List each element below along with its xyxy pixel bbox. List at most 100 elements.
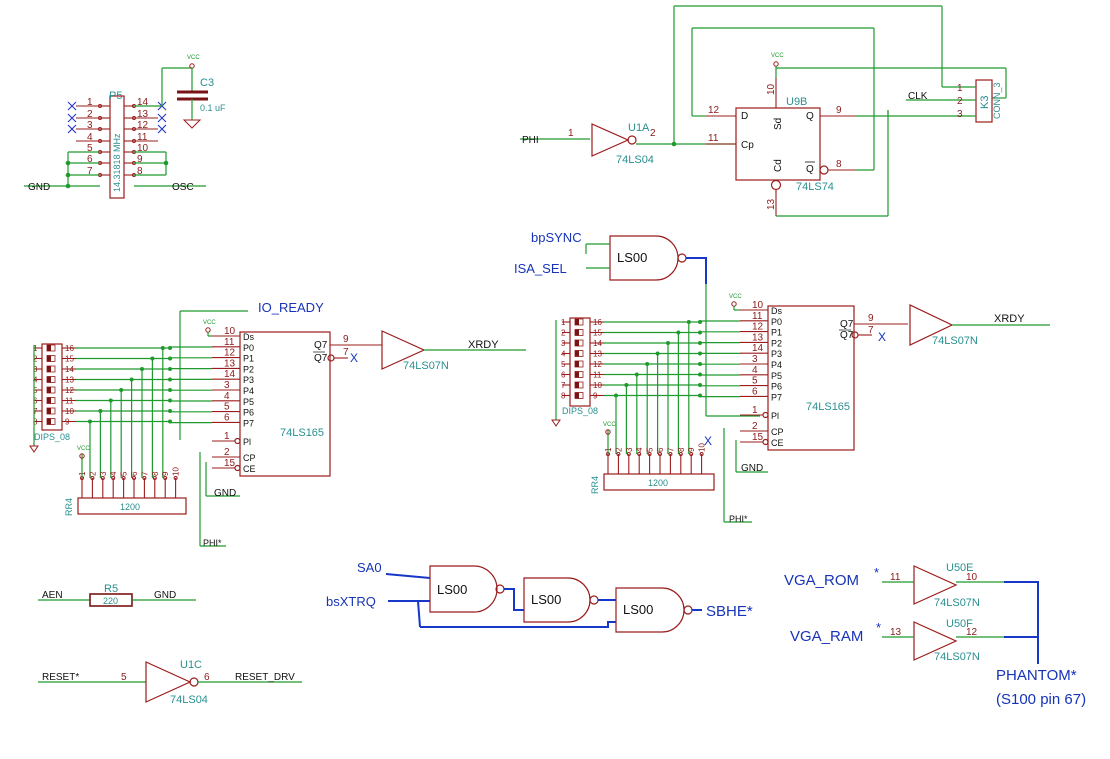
svg-text:K3: K3 xyxy=(979,96,991,109)
rr-pin-number: 10 xyxy=(698,443,707,452)
shift-pin-label: P1 xyxy=(771,328,782,338)
svg-text:9: 9 xyxy=(868,313,874,324)
shift-pin-label: Ds xyxy=(243,332,254,342)
shift-pin-label: P6 xyxy=(243,408,254,418)
shift-pin-number: 6 xyxy=(224,412,230,423)
shift-pin-number: 3 xyxy=(224,380,230,391)
shift-pin-number: 11 xyxy=(752,311,763,322)
svg-text:VCC: VCC xyxy=(77,446,90,452)
shift-pin-number: 15 xyxy=(752,432,764,443)
svg-text:Q: Q xyxy=(806,164,814,175)
shift-pin-label: Pl xyxy=(243,437,251,447)
u1a-ref: U1A xyxy=(628,122,650,134)
svg-text:LS00: LS00 xyxy=(531,592,561,607)
svg-text:RR4: RR4 xyxy=(64,498,74,516)
svg-text:Sd: Sd xyxy=(773,118,784,130)
svg-text:VCC: VCC xyxy=(771,53,784,59)
svg-text:8: 8 xyxy=(836,159,842,170)
shift-pin-number: 14 xyxy=(752,343,764,354)
shift-pin-label: CP xyxy=(243,453,256,463)
svg-text:U50E: U50E xyxy=(946,562,974,574)
p5-pin-right: 11 xyxy=(137,132,148,143)
rr-pin-number: 2 xyxy=(614,447,623,452)
svg-text:GND: GND xyxy=(741,463,763,474)
u9b-flipflop: D Cp Sd Cd Q Q U9B 74LS74 12 11 10 13 9 … xyxy=(691,27,1007,217)
shift-pin-label: Ds xyxy=(771,306,782,316)
rr-pin-number: 7 xyxy=(140,471,149,476)
dip-switch-left: 11621531441351261171089 DIPS_08 xyxy=(29,343,212,478)
rr-pin-number: 9 xyxy=(161,471,170,476)
svg-text:X: X xyxy=(878,330,886,344)
io-ready-label: IO_READY xyxy=(258,300,324,315)
svg-text:10: 10 xyxy=(766,83,777,95)
rr-pin-number: 4 xyxy=(109,471,118,476)
p5-pin-left: 5 xyxy=(87,143,93,154)
phi-label: PHI xyxy=(522,135,539,146)
svg-text:Q7: Q7 xyxy=(840,319,854,330)
k3-connector: 1 2 3 K3 CONN_3 xyxy=(957,79,1002,123)
rr-pin-number: 9 xyxy=(687,447,696,452)
p5-gnd-label: GND xyxy=(28,182,50,193)
svg-text:VCC: VCC xyxy=(187,55,200,61)
svg-text:2: 2 xyxy=(957,96,963,107)
svg-text:Cd: Cd xyxy=(773,159,784,172)
svg-text:VCC: VCC xyxy=(203,320,216,326)
rr-pin-number: 6 xyxy=(130,471,139,476)
svg-text:LS00: LS00 xyxy=(437,582,467,597)
rr-pin-number: 6 xyxy=(656,447,665,452)
shift-pin-label: CE xyxy=(771,438,784,448)
phantom-label: PHANTOM* xyxy=(996,667,1077,684)
r5-resistor: AEN GND R5 220 xyxy=(38,583,196,607)
p5-freq: 14.31818 MHz xyxy=(112,133,122,192)
rr-pin-number: 5 xyxy=(120,471,129,476)
shift-pin-label: P7 xyxy=(243,418,254,428)
svg-text:DIPS_08: DIPS_08 xyxy=(562,406,598,416)
shift-pin-label: P0 xyxy=(243,343,254,353)
u9b-ref: U9B xyxy=(786,96,807,108)
shift-pin-label: Pl xyxy=(771,411,779,421)
svg-text:12: 12 xyxy=(966,627,978,638)
shift-pin-number: 13 xyxy=(224,358,236,369)
rr-pin-number: 3 xyxy=(99,471,108,476)
shift-pin-number: 11 xyxy=(224,337,235,348)
shift-pin-number: 15 xyxy=(224,458,236,469)
svg-text:7: 7 xyxy=(868,325,874,336)
u1c-inverter: RESET* 5 U1C 74LS04 6 RESET_DRV xyxy=(38,659,302,706)
clk-label: CLK xyxy=(908,91,928,102)
svg-text:6: 6 xyxy=(204,672,210,683)
xrdy-right: XRDY xyxy=(994,313,1025,325)
svg-text:11: 11 xyxy=(890,572,901,583)
shift-pin-label: CE xyxy=(243,464,256,474)
svg-text:X: X xyxy=(704,434,712,448)
rr-pin-number: 3 xyxy=(625,447,634,452)
svg-text:VCC: VCC xyxy=(729,294,742,300)
sbhe-logic: LS00 LS00 LS00 SA0 bsXTRQ SBHE* xyxy=(326,560,753,633)
c3-capacitor: VCC C3 0.1 uF xyxy=(177,55,226,129)
svg-text:9: 9 xyxy=(836,105,842,116)
shift-pin-number: 10 xyxy=(224,326,236,337)
shift-pin-number: 2 xyxy=(752,421,758,432)
svg-text:13: 13 xyxy=(890,627,902,638)
svg-text:13: 13 xyxy=(766,198,777,210)
shift-pin-label: P2 xyxy=(243,364,254,374)
sa0-label: SA0 xyxy=(357,560,382,575)
buffer-left: 74LS07N XRDY xyxy=(381,330,526,372)
bpsync-label: bpSYNC xyxy=(531,230,582,245)
svg-text:3: 3 xyxy=(957,109,963,120)
svg-text:7: 7 xyxy=(343,347,349,358)
rr-pin-number: 7 xyxy=(666,447,675,452)
svg-text:74LS07N: 74LS07N xyxy=(932,335,978,347)
bsxtrq-label: bsXTRQ xyxy=(326,594,376,609)
rr-pin-number: 5 xyxy=(646,447,655,452)
svg-text:PHI*: PHI* xyxy=(203,538,222,548)
phantom-sub-label: (S100 pin 67) xyxy=(996,691,1086,708)
shift-pin-number: 1 xyxy=(224,431,230,442)
vga-ram-label: VGA_RAM xyxy=(790,628,863,645)
svg-text:Cp: Cp xyxy=(741,140,754,151)
rr-pin-number: 8 xyxy=(677,447,686,452)
p5-pin-right: 8 xyxy=(137,166,143,177)
svg-text:GND: GND xyxy=(154,590,176,601)
